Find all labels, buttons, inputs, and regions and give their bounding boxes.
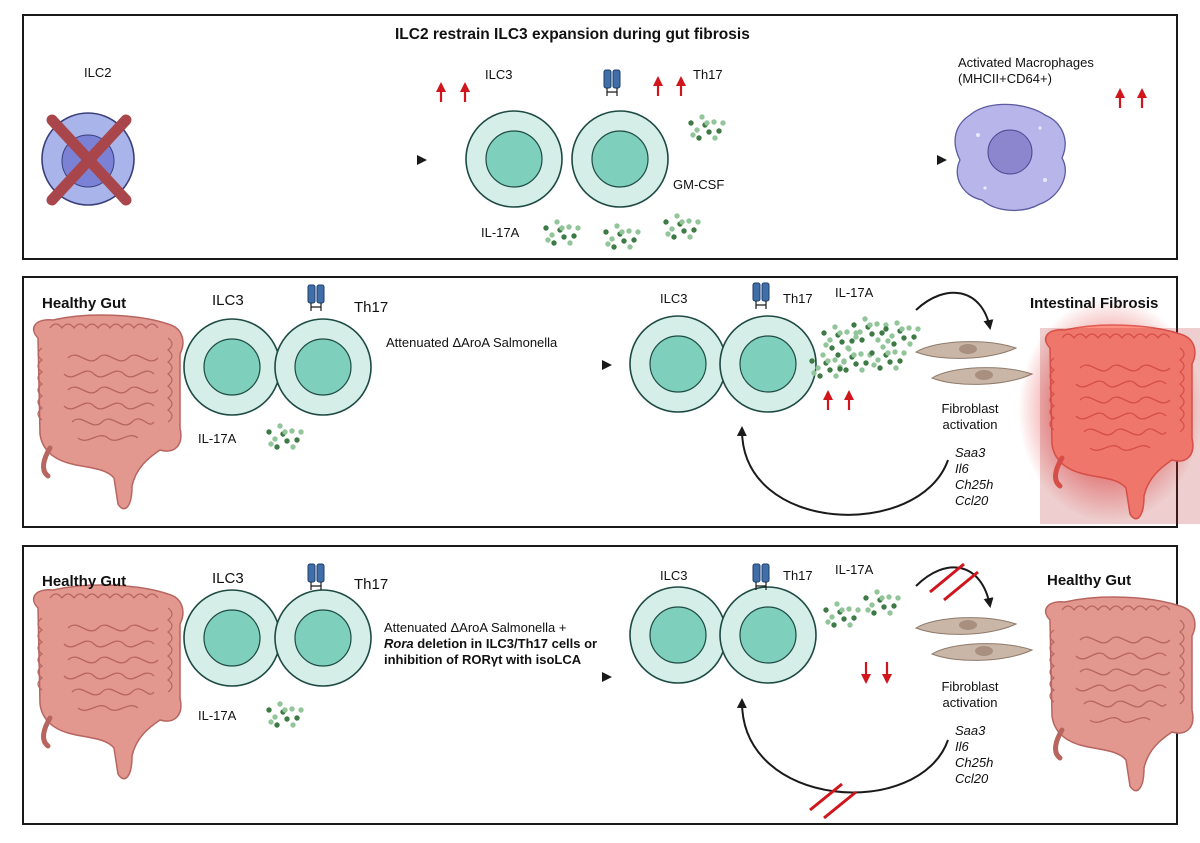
blocked-icon: [809, 782, 857, 820]
th17-cell: [571, 110, 669, 208]
il17a-cytokines: [823, 601, 861, 628]
il17a-label: IL-17A: [481, 225, 520, 240]
healthy-gut-outcome-label: Healthy Gut: [1047, 572, 1132, 589]
fibroblast-image: [931, 367, 1033, 385]
healthy-gut-image: [1046, 597, 1195, 791]
fibroblast-image: [931, 643, 1033, 661]
gene-label: Il6: [955, 461, 969, 476]
th17-label: Th17: [354, 299, 389, 316]
tcr-receptor-icon: [752, 282, 770, 310]
gene-label: Il6: [955, 739, 969, 754]
treatment-label-line3: inhibition of RORγt with isoLCA: [384, 652, 582, 667]
treatment-label-line1: Attenuated ΔAroA Salmonella +: [384, 620, 567, 635]
macrophage-cell: [954, 103, 1066, 212]
tcr-receptor-icon: [603, 69, 621, 97]
blocked-icon: [929, 562, 979, 602]
gene-label: Ccl20: [955, 771, 989, 786]
gmcsf-label: GM-CSF: [673, 177, 725, 192]
th17-cell: [719, 315, 817, 413]
healthy-gut-image: [34, 315, 183, 509]
salmonella-label: Attenuated ΔAroA Salmonella: [386, 335, 558, 350]
il17a-label: IL-17A: [835, 285, 874, 300]
arrow-to-fibroblast: [915, 291, 994, 330]
fibroblast-activation-label-line1: Fibroblast: [941, 401, 999, 416]
th17-label: Th17: [783, 291, 813, 306]
fibroblast-image: [915, 341, 1017, 359]
up-arrow-icon: [828, 392, 849, 410]
il17a-label: IL-17A: [198, 708, 237, 723]
gene-label: Ch25h: [955, 477, 994, 492]
ilc3-label: ILC3: [660, 568, 688, 583]
intestinal-fibrosis-label: Intestinal Fibrosis: [1030, 295, 1159, 312]
feedback-arrow: [736, 426, 949, 516]
panel-title: ILC2 restrain ILC3 expansion during gut …: [395, 26, 750, 43]
il17a-label: IL-17A: [835, 562, 874, 577]
ilc3-label: ILC3: [485, 67, 513, 82]
fibroblast-activation-label-line1: Fibroblast: [941, 679, 999, 694]
th17-cell: [719, 586, 817, 684]
healthy-gut-image: [34, 585, 183, 779]
ilc3-cell: [183, 318, 281, 416]
il17a-cytokines: [266, 423, 304, 450]
feedback-arrow: [736, 698, 949, 794]
il17a-label: IL-17A: [198, 431, 237, 446]
gmcsf-cytokines: [688, 114, 726, 141]
healthy-gut-label: Healthy Gut: [42, 573, 127, 590]
arrow-to-fibroblast: [915, 566, 994, 608]
th17-label: Th17: [693, 67, 723, 82]
fibrotic-gut-image: [1040, 325, 1200, 524]
up-arrow-icon: [658, 78, 681, 96]
tcr-receptor-icon: [752, 563, 770, 591]
th17-label: Th17: [783, 568, 813, 583]
macrophage-label-line2: (MHCII+CD64+): [958, 71, 1052, 86]
il17a-cytokines: [809, 316, 920, 378]
gene-label: Saa3: [955, 445, 986, 460]
fibroblast-activation-label-line2: activation: [942, 417, 998, 432]
gene-label: Ccl20: [955, 493, 989, 508]
il17a-cytokines: [863, 589, 901, 616]
healthy-gut-label: Healthy Gut: [42, 295, 127, 312]
il17a-cytokines: [603, 223, 641, 250]
ilc3-label: ILC3: [660, 291, 688, 306]
ilc2-label: ILC2: [84, 65, 112, 80]
il17a-cytokines: [543, 219, 581, 246]
il17a-cytokines: [663, 213, 701, 240]
ilc3-cell: [465, 110, 563, 208]
tcr-receptor-icon: [307, 563, 325, 591]
fibroblast-image: [915, 617, 1017, 635]
ilc3-label: ILC3: [212, 570, 244, 587]
ilc3-label: ILC3: [212, 292, 244, 309]
up-arrow-icon: [1120, 90, 1142, 108]
down-arrow-icon: [866, 662, 887, 682]
up-arrow-icon: [441, 84, 465, 102]
th17-label: Th17: [354, 576, 389, 593]
th17-cell: [274, 318, 372, 416]
gene-label: Ch25h: [955, 755, 994, 770]
ilc3-cell: [629, 315, 727, 413]
ilc3-cell: [183, 589, 281, 687]
il17a-cytokines: [266, 701, 304, 728]
treatment-label-line2: Rora deletion in ILC3/Th17 cells or: [384, 636, 598, 651]
th17-cell: [274, 589, 372, 687]
gene-label: Saa3: [955, 723, 986, 738]
cross-icon: [46, 114, 132, 206]
ilc3-cell: [629, 586, 727, 684]
tcr-receptor-icon: [307, 284, 325, 312]
fibroblast-activation-label-line2: activation: [942, 695, 998, 710]
macrophage-label-line1: Activated Macrophages: [958, 55, 1094, 70]
